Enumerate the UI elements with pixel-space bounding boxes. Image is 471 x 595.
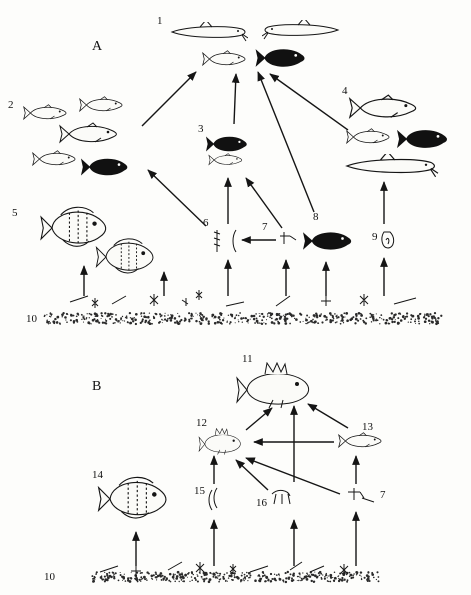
arrow-icon: [245, 177, 283, 229]
panel-b-arrows: [132, 403, 360, 566]
arrow-icon: [269, 73, 349, 131]
shrimp-icon: [348, 488, 375, 503]
node-5-tilapia-group: 5: [12, 206, 154, 274]
cichlid-fish-icon: [95, 238, 154, 274]
fish-icon: [346, 128, 390, 144]
cichlid-fish-icon: [40, 206, 107, 247]
node-11-top-predator: 11: [236, 353, 310, 409]
node-14-label: 14: [92, 469, 104, 481]
node-9-molluscs: 9: [372, 231, 395, 249]
dark-fish-icon: [81, 158, 128, 176]
worm-icon: [208, 487, 218, 511]
node-10b-label: 10: [44, 571, 56, 583]
perch-fish-icon: [236, 362, 310, 409]
dark-fish-icon: [206, 136, 247, 152]
node-3-fish-group: 3: [198, 123, 247, 166]
node-12-small-fish: 12: [196, 417, 241, 455]
shrimp-icon: [271, 489, 291, 505]
node-15-label: 15: [194, 485, 206, 497]
node-9-label: 9: [372, 231, 378, 243]
dark-fish-icon: [303, 232, 352, 250]
fish-icon: [32, 150, 76, 166]
node-1-top-predators: 1: [157, 15, 339, 67]
node-10-sediment-b: 10: [44, 561, 380, 584]
node-15-worms: 15: [194, 485, 218, 511]
node-2-label: 2: [8, 99, 14, 111]
catfish-icon: [171, 22, 248, 42]
dark-fish-icon: [255, 49, 305, 67]
node-5-label: 5: [12, 207, 18, 219]
arrow-icon: [231, 73, 240, 125]
insect-larva-icon: [213, 230, 221, 252]
node-4-label: 4: [342, 85, 348, 97]
sediment-icon: [43, 311, 443, 326]
shrimp-icon: [280, 232, 297, 244]
arrow-icon: [147, 169, 207, 227]
catfish-icon: [262, 20, 339, 40]
node-12-label: 12: [196, 417, 207, 429]
node-16-label: 16: [256, 497, 268, 509]
arrow-icon: [245, 457, 341, 495]
node-7b-crustaceans: 7: [348, 488, 386, 503]
snail-icon: [381, 231, 395, 249]
node-2-fish-group: 2: [8, 96, 128, 176]
fish-icon: [23, 104, 67, 120]
node-7-label: 7: [262, 221, 268, 233]
cichlid-fish-icon: [98, 476, 167, 519]
node-11-label: 11: [242, 353, 253, 365]
perch-fish-icon: [198, 428, 241, 455]
fish-icon: [202, 50, 246, 66]
sediment-icon: [91, 570, 380, 584]
node-8-label: 8: [313, 211, 319, 223]
fish-icon: [59, 122, 117, 143]
node-7b-label: 7: [380, 489, 386, 501]
node-10-label: 10: [26, 313, 38, 325]
panel-label-a: A: [92, 39, 103, 54]
node-16-crustaceans: 16: [256, 489, 291, 509]
fish-icon: [208, 153, 243, 166]
node-6-insect-larvae: 6: [203, 217, 237, 253]
panel-a-arrows: [80, 71, 388, 296]
node-8-dark-cichlid: 8: [303, 211, 352, 250]
arrow-icon: [307, 403, 349, 429]
node-1-label: 1: [157, 15, 163, 27]
node-10-sediment-a: 10: [26, 290, 443, 326]
arrow-icon: [257, 71, 315, 213]
node-3-label: 3: [198, 123, 204, 135]
fish-icon: [79, 96, 123, 112]
node-6-label: 6: [203, 217, 209, 229]
eel-fish-icon: [346, 154, 439, 178]
panel-label-b: B: [92, 379, 101, 394]
node-4-fish-group: 4: [342, 85, 447, 178]
worm-icon: [232, 229, 237, 253]
node-13-small-fish: 13: [338, 421, 382, 448]
node-7-crustaceans: 7: [262, 221, 297, 244]
dark-fish-icon: [397, 130, 447, 148]
arrow-icon: [235, 459, 269, 491]
arrow-icon: [141, 71, 197, 127]
fish-icon: [338, 432, 382, 448]
arrow-icon: [245, 407, 273, 431]
fish-icon: [349, 94, 417, 118]
node-13-label: 13: [362, 421, 374, 433]
node-14-tilapia: 14: [92, 469, 167, 519]
